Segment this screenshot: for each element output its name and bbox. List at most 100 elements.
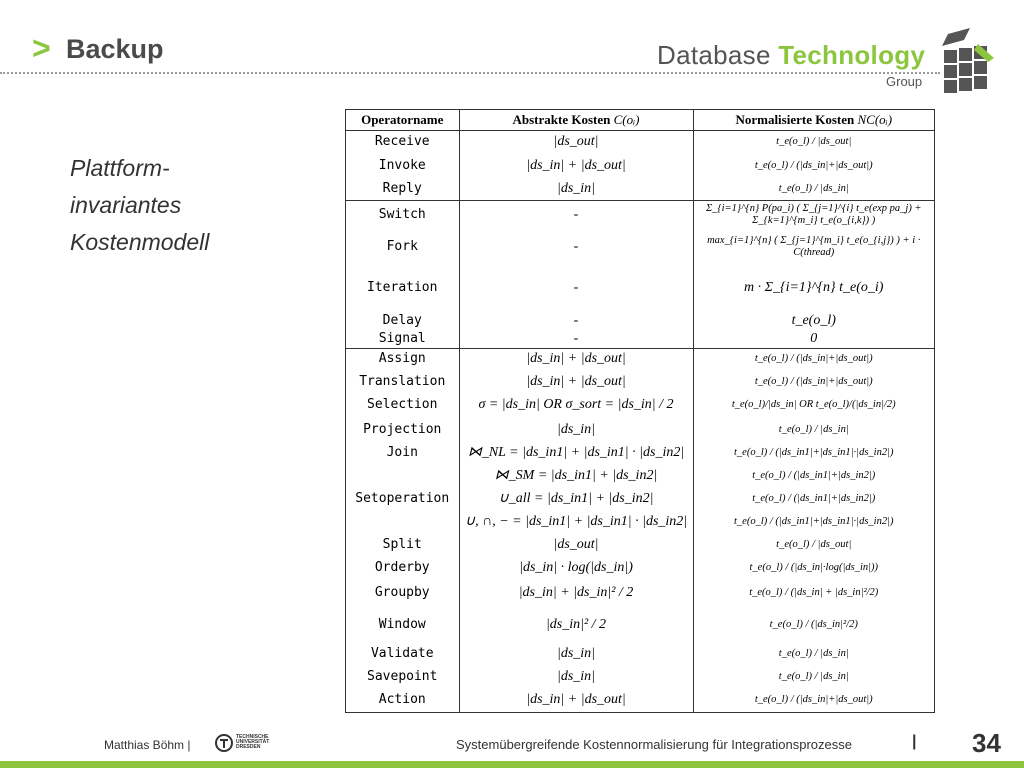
operator-cell: Translation bbox=[346, 370, 460, 393]
logo-cap-shape bbox=[942, 28, 970, 46]
operator-cell: Iteration bbox=[346, 265, 460, 311]
footer-topic: Systemübergreifende Kostennormalisierung… bbox=[456, 737, 852, 752]
abstract-cost-cell: |ds_in|² / 2 bbox=[459, 607, 694, 643]
abstract-cost-cell: |ds_out| bbox=[459, 130, 694, 154]
header-normalized-cost: Normalisierte Kosten NC(oᵢ) bbox=[693, 110, 934, 131]
normalized-cost-cell: max_{i=1}^{n} ( Σ_{j=1}^{m_i} t_e(o_{i,j… bbox=[707, 234, 921, 258]
title-arrow-icon: > bbox=[32, 30, 51, 66]
logo-grid-shape bbox=[944, 46, 987, 93]
abstract-cost-cell: - bbox=[459, 228, 694, 266]
normalized-cost-cell: t_e(o_l) / (|ds_in1|+|ds_in2|) bbox=[752, 492, 876, 504]
normalized-cost-cell: t_e(o_l) / (|ds_in1|+|ds_in1|·|ds_in2|) bbox=[734, 447, 894, 459]
operator-cell: Validate bbox=[346, 642, 460, 667]
operator-cell: Join bbox=[346, 441, 460, 465]
abstract-cost-cell: - bbox=[459, 200, 694, 229]
table-row: Invoke|ds_in| + |ds_out|t_e(o_l) / (|ds_… bbox=[346, 153, 934, 178]
normalized-cost-cell: t_e(o_l) / (|ds_in|+|ds_out|) bbox=[693, 347, 934, 371]
abstract-cost-cell: ∪, ∩, − = |ds_in1| + |ds_in1| · |ds_in2| bbox=[459, 510, 694, 533]
abstract-cost-cell: - bbox=[459, 310, 694, 331]
normalized-cost-cell: t_e(o_l) / |ds_in| bbox=[778, 423, 849, 435]
normalized-cost-cell: t_e(o_l) / (|ds_in|²/2) bbox=[769, 618, 858, 630]
table-row: Fork-max_{i=1}^{n} ( Σ_{j=1}^{m_i} t_e(o… bbox=[346, 228, 934, 266]
abstract-cost-cell: ⋈_SM = |ds_in1| + |ds_in2| bbox=[459, 464, 694, 488]
normalized-cost-cell: t_e(o_l) / |ds_in| bbox=[778, 671, 849, 683]
abstract-cost-cell: |ds_in| · log(|ds_in|) bbox=[459, 556, 694, 580]
table-row: Receive|ds_out| t_e(o_l) / |ds_out| bbox=[346, 130, 934, 154]
table-row: Action|ds_in| + |ds_out|t_e(o_l) / (|ds_… bbox=[346, 688, 934, 712]
operator-cell bbox=[346, 510, 460, 533]
table-row: Validate|ds_in|t_e(o_l) / |ds_in| bbox=[346, 642, 934, 667]
operator-cell: Invoke bbox=[346, 153, 460, 178]
table-row: Split|ds_out|t_e(o_l) / |ds_out| bbox=[346, 532, 934, 557]
page-number: 34 bbox=[972, 728, 1001, 758]
cost-table: Operatorname Abstrakte Kosten C(oᵢ) Norm… bbox=[346, 110, 934, 712]
header-abstract-var: C(oᵢ) bbox=[613, 112, 640, 127]
brand-part-technology: Technology bbox=[778, 40, 926, 70]
operator-cell: Setoperation bbox=[346, 487, 460, 511]
logo-accent-shape bbox=[974, 44, 994, 62]
table-row: Delay- t_e(o_l) bbox=[346, 310, 934, 331]
table-row: Signal- 0 bbox=[346, 330, 934, 348]
operator-cell: Fork bbox=[346, 228, 460, 266]
normalized-cost-cell: t_e(o_l) / |ds_out| bbox=[776, 136, 852, 148]
header-divider bbox=[0, 72, 940, 74]
abstract-cost-cell: ⋈_NL = |ds_in1| + |ds_in1| · |ds_in2| bbox=[459, 441, 694, 465]
table-row: Reply|ds_in| t_e(o_l) / |ds_in| bbox=[346, 177, 934, 201]
subtitle-line: invariantes bbox=[70, 192, 182, 218]
normalized-cost-cell: t_e(o_l) / (|ds_in| + |ds_in|²/2) bbox=[749, 587, 879, 599]
operator-cell: Window bbox=[346, 607, 460, 643]
operator-cell: Reply bbox=[346, 177, 460, 201]
table-row: Switch-Σ_{i=1}^{n} P(pa_i) ( Σ_{j=1}^{i}… bbox=[346, 200, 934, 229]
cube-grid-logo-icon bbox=[942, 28, 994, 93]
operator-cell: Split bbox=[346, 532, 460, 557]
footer-author: Matthias Böhm | bbox=[104, 738, 191, 752]
normalized-cost-cell: Σ_{i=1}^{n} P(pa_i) ( Σ_{j=1}^{i} t_e(ex… bbox=[693, 200, 934, 229]
brand-logo-text: Database Technology bbox=[657, 40, 925, 71]
normalized-cost-cell: t_e(o_l) / |ds_out| bbox=[776, 538, 852, 550]
brand-group-label: Group bbox=[886, 74, 923, 89]
operator-cell: Signal bbox=[346, 330, 460, 348]
normalized-cost-cell: 0 bbox=[810, 331, 818, 347]
subtitle-line: Kostenmodell bbox=[70, 229, 210, 255]
normalized-cost-cell: t_e(o_l)/|ds_in| OR t_e(o_l)/(|ds_in|/2) bbox=[731, 399, 896, 411]
table-row: ∪, ∩, − = |ds_in1| + |ds_in1| · |ds_in2|… bbox=[346, 510, 934, 533]
table-row: Translation|ds_in| + |ds_out|t_e(o_l) / … bbox=[346, 370, 934, 393]
normalized-cost-cell: m · Σ_{i=1}^{n} t_e(o_i) bbox=[744, 280, 884, 296]
table-row: Window|ds_in|² / 2 t_e(o_l) / (|ds_in|²/2… bbox=[346, 607, 934, 643]
table-row: Join⋈_NL = |ds_in1| + |ds_in1| · |ds_in2… bbox=[346, 441, 934, 465]
table-row: Iteration-m · Σ_{i=1}^{n} t_e(o_i) bbox=[346, 265, 934, 311]
table-row: Assign|ds_in| + |ds_out|t_e(o_l) / (|ds_… bbox=[346, 347, 934, 371]
normalized-cost-cell: t_e(o_l) / (|ds_in1|+|ds_in2|) bbox=[752, 470, 876, 482]
table-row: Orderby|ds_in| · log(|ds_in|) t_e(o_l) / … bbox=[346, 556, 934, 580]
abstract-cost-cell: - bbox=[459, 330, 694, 348]
table-body: Receive|ds_out| t_e(o_l) / |ds_out| Invoke… bbox=[346, 130, 934, 712]
table-row: Savepoint|ds_in| t_e(o_l) / |ds_in| bbox=[346, 666, 934, 689]
subtitle-line: Plattform- bbox=[70, 155, 170, 181]
header-abstract-label: Abstrakte Kosten bbox=[512, 112, 614, 127]
normalized-cost-cell: t_e(o_l) / (|ds_in|+|ds_out|) bbox=[754, 375, 873, 387]
slide-title: Backup bbox=[66, 34, 164, 64]
abstract-cost-cell: |ds_in| bbox=[459, 177, 694, 201]
normalized-cost-cell: t_e(o_l) / |ds_in| bbox=[778, 648, 849, 660]
table-header-row: Operatorname Abstrakte Kosten C(oᵢ) Norm… bbox=[346, 110, 934, 131]
abstract-cost-cell: |ds_in| + |ds_out| bbox=[459, 688, 694, 712]
header-normalized-label: Normalisierte Kosten bbox=[735, 112, 858, 127]
operator-cell: Switch bbox=[346, 200, 460, 229]
operator-cell: Orderby bbox=[346, 556, 460, 580]
header-operator: Operatorname bbox=[346, 110, 460, 131]
normalized-cost-cell: t_e(o_l) / |ds_in| bbox=[778, 182, 849, 194]
operator-cell: Projection bbox=[346, 418, 460, 442]
operator-cell: Savepoint bbox=[346, 666, 460, 689]
operator-cell bbox=[346, 464, 460, 488]
operator-cell: Receive bbox=[346, 130, 460, 154]
normalized-cost-cell: t_e(o_l) / (|ds_in|·log(|ds_in|)) bbox=[749, 562, 879, 574]
normalized-cost-cell: t_e(o_l) / (|ds_in1|+|ds_in1|·|ds_in2|) bbox=[734, 515, 894, 527]
operator-cell: Delay bbox=[346, 310, 460, 331]
header-abstract-cost: Abstrakte Kosten C(oᵢ) bbox=[459, 110, 694, 131]
tu-dresden-logo-icon bbox=[215, 734, 233, 752]
normalized-cost-cell: t_e(o_l) bbox=[791, 312, 836, 328]
abstract-cost-cell: |ds_in| bbox=[459, 666, 694, 689]
operator-cell: Selection bbox=[346, 392, 460, 419]
tu-dresden-name: TECHNISCHE UNIVERSITÄT DRESDEN bbox=[236, 734, 270, 750]
